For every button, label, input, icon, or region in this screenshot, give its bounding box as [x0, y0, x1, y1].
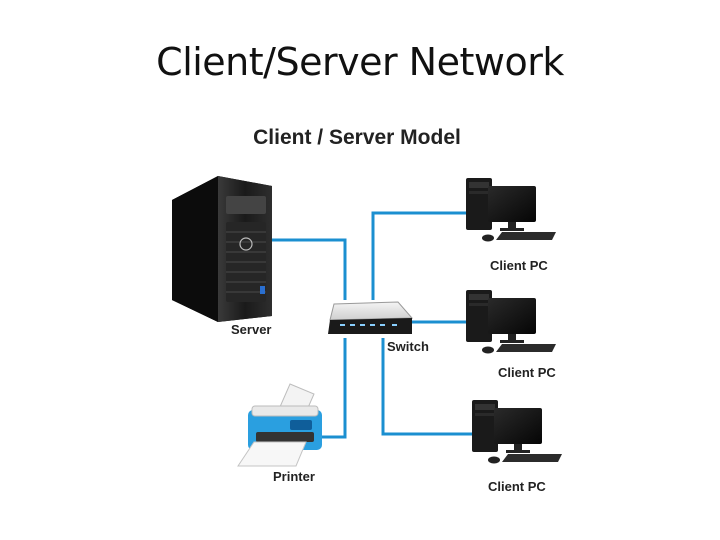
client-pc-label-2: Client PC [498, 365, 556, 380]
client-pc-label-1: Client PC [490, 258, 548, 273]
link-switch-clients [381, 338, 472, 436]
desktop-pc-icon[interactable] [466, 178, 556, 242]
network-switch-icon[interactable] [328, 301, 414, 334]
client-pc-label-3: Client PC [488, 479, 546, 494]
desktop-pc-icon[interactable] [472, 400, 562, 464]
printer-icon[interactable] [237, 383, 322, 467]
server-tower-icon[interactable] [172, 176, 272, 322]
desktop-pc-icon[interactable] [466, 290, 556, 354]
link-server-switch [268, 238, 347, 300]
server-label: Server [231, 322, 272, 337]
link-printer-switch [320, 338, 347, 439]
slide-title: Client/Server Network [156, 40, 564, 84]
switch-label: Switch [387, 339, 429, 354]
printer-label: Printer [273, 469, 315, 484]
diagram-title: Client / Server Model [253, 126, 461, 149]
link-switch-client1 [371, 211, 468, 300]
